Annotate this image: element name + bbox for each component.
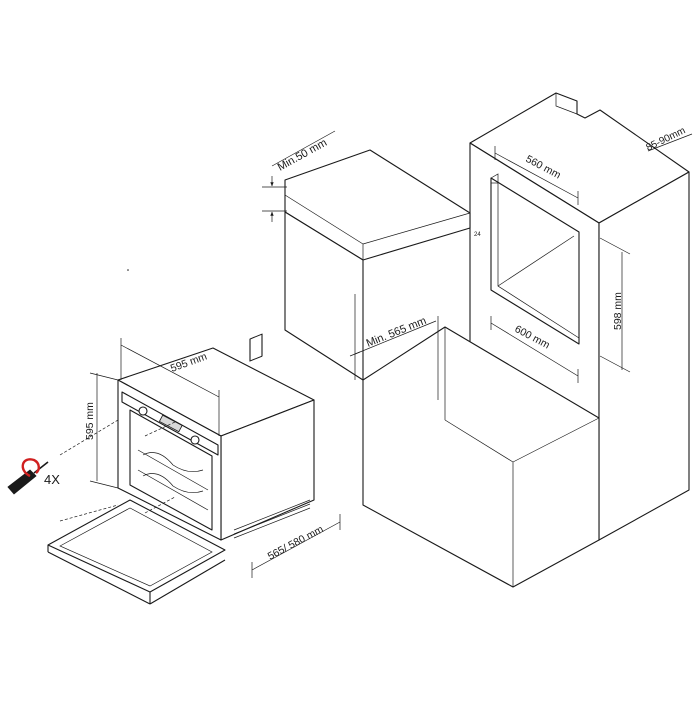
plinth-inner-right [512,417,600,463]
niche-height-label: 598 mm [612,292,624,330]
plinth-inner [444,419,514,463]
oven [47,333,315,605]
screwdriver-icon [7,461,49,495]
knob-left-icon [138,406,148,416]
rack-wire-1 [142,452,204,472]
screw-count-label: 4X [44,472,60,487]
counter-cabinet [284,149,600,588]
display-icon [158,414,183,433]
small-mark-label: 24 [474,232,481,238]
dim-niche-height: 598 mm [599,237,631,373]
oven-door-inner [59,507,213,587]
vent-grille [233,499,311,539]
depth-gap-label: 85-90mm [644,125,687,153]
tall-cabinet-side [598,171,690,541]
worktop-edge [284,194,364,245]
cabinet-notch [555,93,578,115]
rack-1 [137,449,209,491]
dim-depth-gap: 85-90mm [644,125,693,154]
oven-cavity [129,409,213,531]
oven-depth-label: 565/ 580 mm [266,523,326,562]
rack-2 [137,469,209,511]
dim-oven-height: 595 mm [84,372,119,489]
worktop-edge-right [362,212,471,245]
niche-inner-floor [497,235,575,287]
mounting-screws [59,419,176,522]
niche-inner-back [490,173,580,339]
knob-right-icon [190,435,200,445]
rack-wire-2 [142,473,204,493]
dim-oven-depth: 565/ 580 mm [251,514,341,578]
side-bracket [249,333,263,362]
niche-opening [490,177,580,345]
curved-arrow-icon [21,458,40,478]
oven-height-label: 595 mm [84,402,96,440]
stray-mark [127,269,129,271]
